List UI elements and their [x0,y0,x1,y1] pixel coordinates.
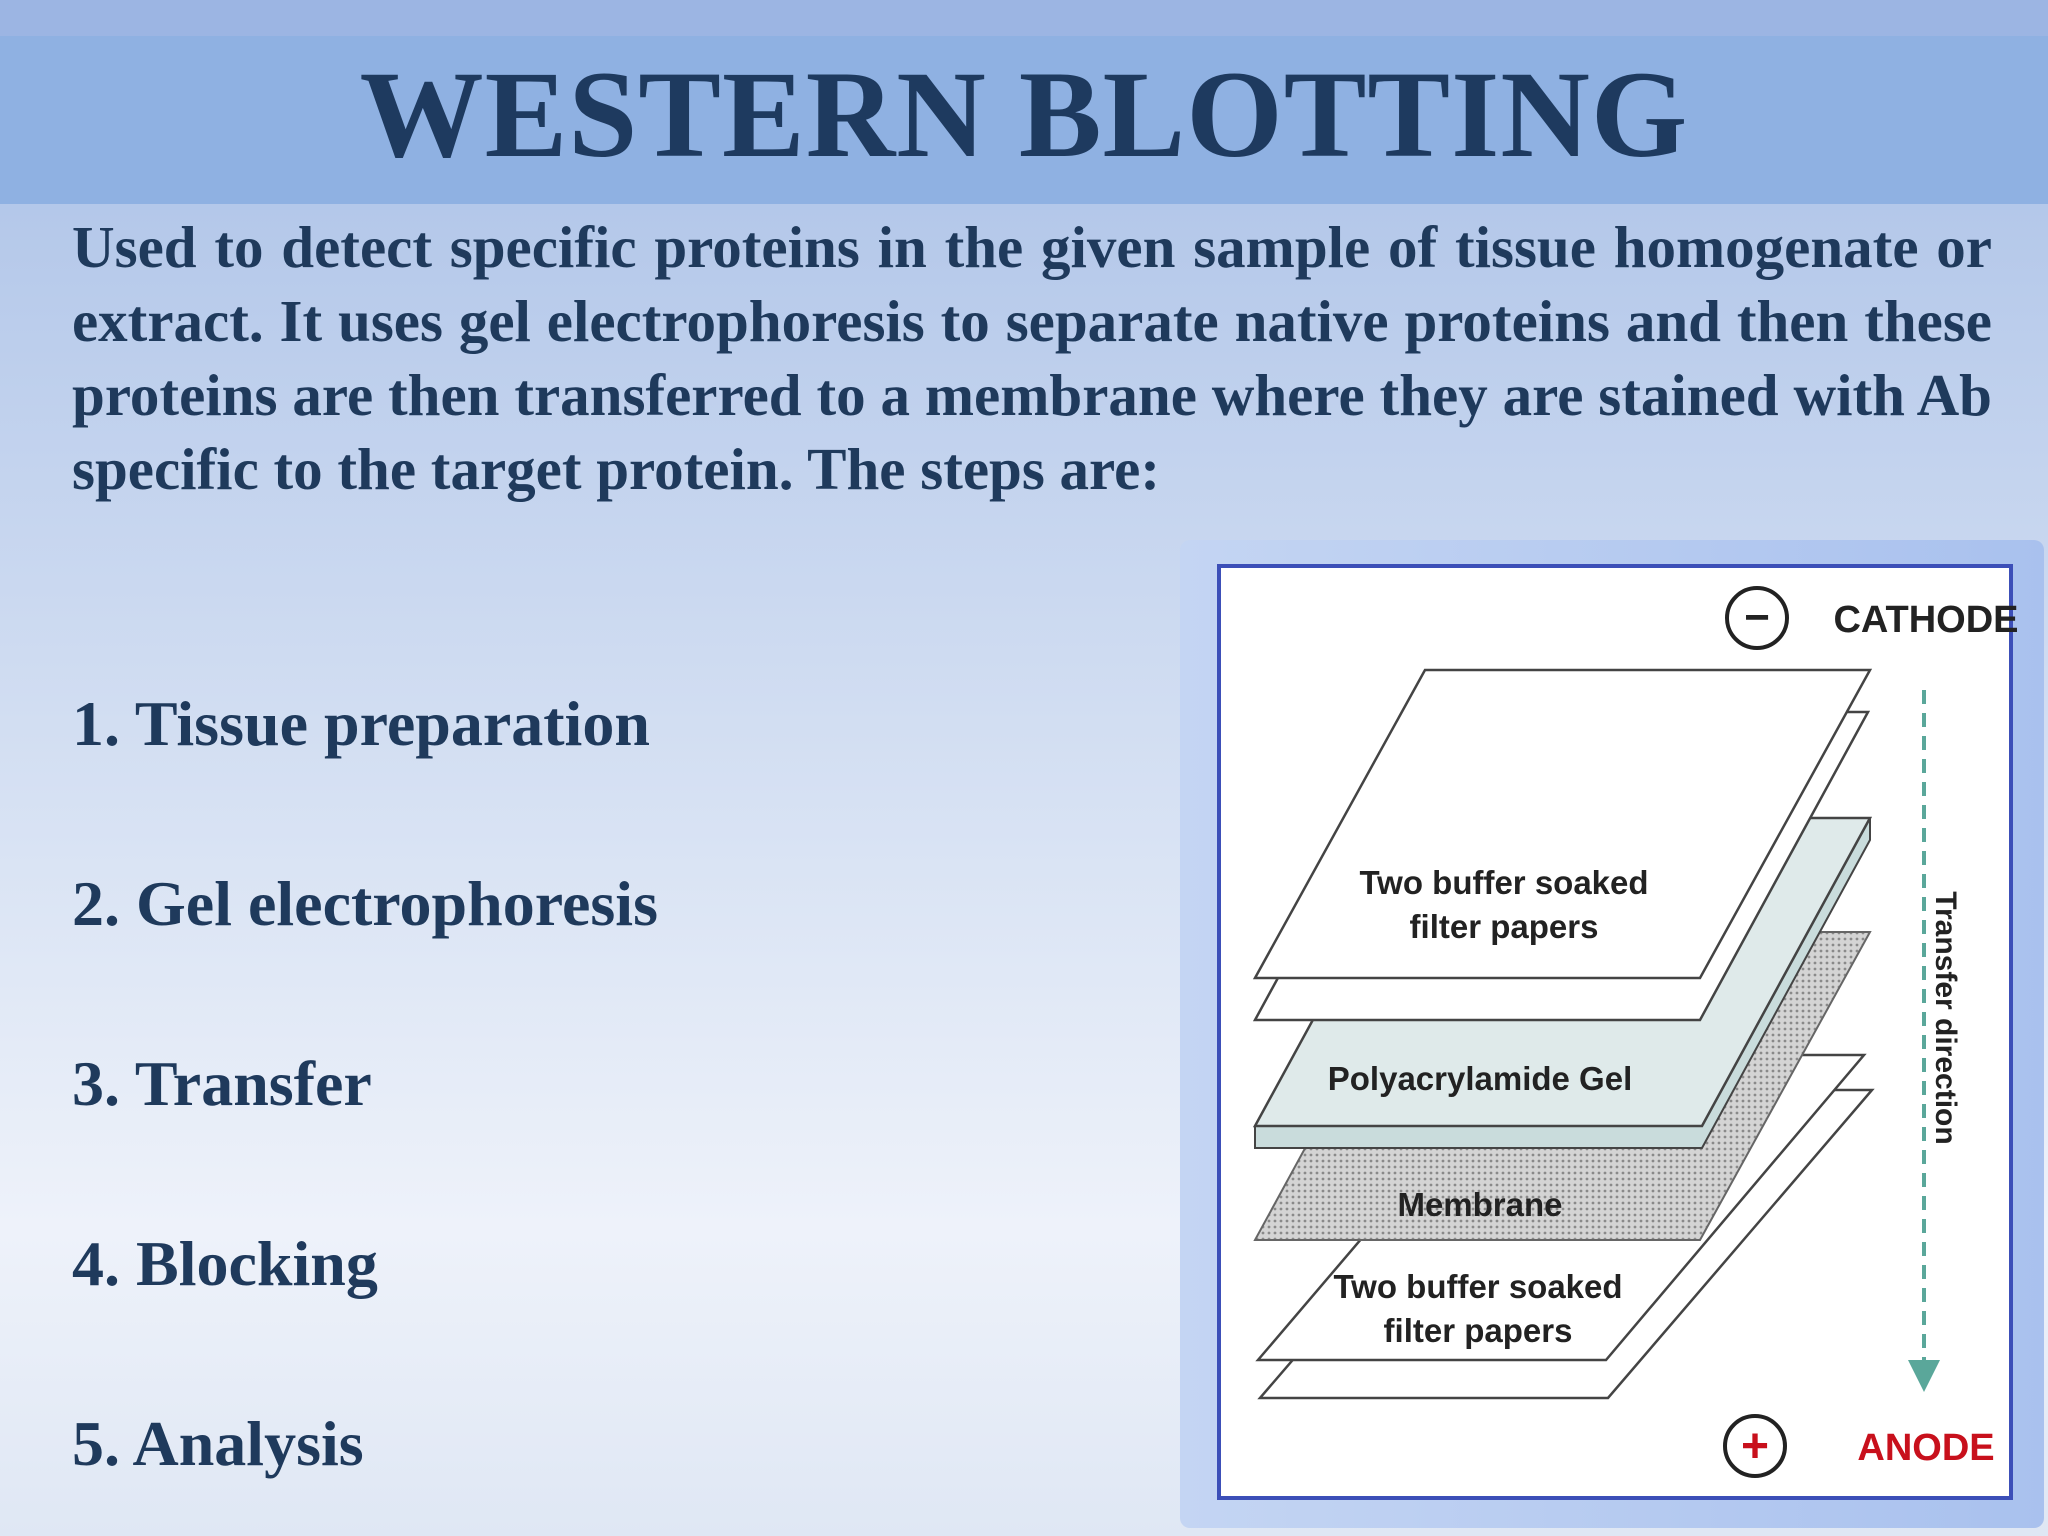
cathode-minus-icon [1725,586,1789,650]
slide-title: WESTERN BLOTTING [359,46,1689,183]
transfer-direction-label: Transfer direction [1929,891,1962,1144]
step-item: 2. Gel electrophoresis [72,868,658,939]
anode-plus-icon [1723,1414,1787,1478]
cathode-sign: − [1744,593,1770,642]
step-item: 3. Transfer [72,1048,372,1119]
anode-sign: + [1741,1420,1769,1473]
top-filter-label-line1: Two buffer soaked [1359,864,1648,901]
step-item: 5. Analysis [72,1408,364,1479]
gel-label: Polyacrylamide Gel [1328,1060,1633,1097]
cathode-label: CATHODE [1833,599,2018,641]
title-band: WESTERN BLOTTING [0,36,2048,204]
down-arrow-icon [1908,1360,1940,1392]
bottom-filter-label-line1: Two buffer soaked [1333,1268,1622,1305]
step-item: 1. Tissue preparation [72,688,650,759]
top-filter-label-line2: filter papers [1410,908,1599,945]
membrane-label: Membrane [1397,1186,1562,1223]
top-strip [0,0,2048,36]
step-item: 4. Blocking [72,1228,378,1299]
bottom-filter-label-line2: filter papers [1384,1312,1573,1349]
intro-paragraph: Used to detect specific proteins in the … [72,214,1992,502]
anode-label: ANODE [1857,1427,1994,1469]
top-filter-paper-1 [1252,668,1873,980]
